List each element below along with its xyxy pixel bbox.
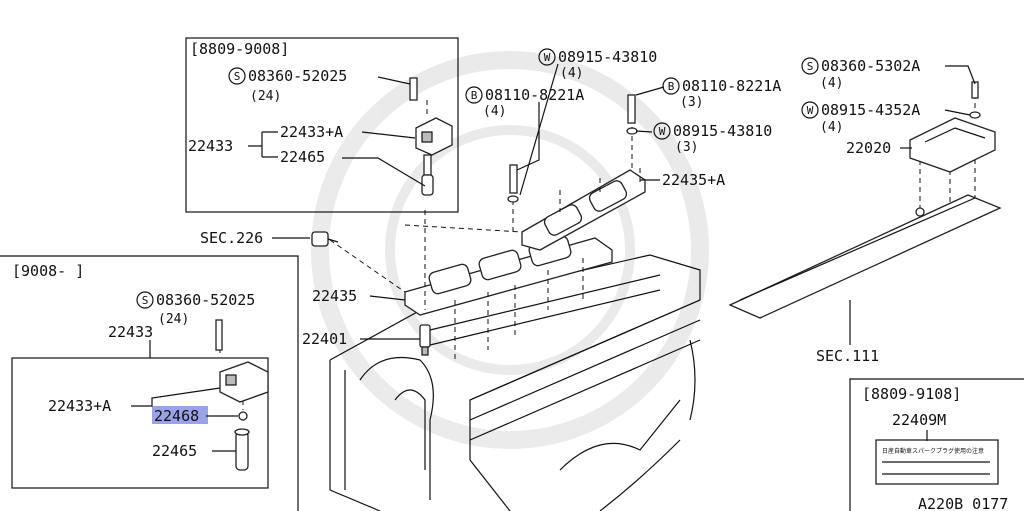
label-inset-part: 22409M (892, 411, 946, 429)
prefix-b-left: B (471, 89, 478, 102)
inset-top-coil: 22433+A (280, 123, 343, 141)
inset-left-oring: 22468 (154, 407, 199, 425)
inset-left-frame (11, 357, 269, 489)
prefix-b-right: B (668, 80, 675, 93)
callout-w-right-qty: (3) (675, 140, 698, 155)
callout-sec226: SEC.226 (200, 229, 263, 247)
warning-label-illustration (875, 439, 999, 485)
callout-s-module-qty: (4) (820, 76, 843, 91)
inset-top-frame (185, 37, 459, 213)
inset-left-boot: 22465 (152, 442, 197, 460)
cover-bolts (507, 94, 638, 203)
callout-w-top: 08915-43810 (558, 48, 657, 66)
inset-top-range: [8809-9008] (190, 40, 289, 58)
inset-left-coil: 22433+A (48, 397, 111, 415)
prefix-w-module: W (807, 104, 814, 117)
callout-w-module-qty: (4) (820, 120, 843, 135)
inset-left-main-part: 22433 (108, 323, 153, 341)
power-transistor-module (909, 81, 996, 223)
watermark-logo (311, 51, 709, 449)
inset-top-main-part: 22433 (188, 137, 233, 155)
callout-cover: 22435 (312, 287, 357, 305)
label-inset-frame (849, 378, 1024, 511)
sec226-sensor-illustration (311, 231, 339, 247)
prefix-s-inset-top: S (234, 70, 241, 83)
figure-code: A220B 0177 (918, 495, 1008, 511)
callout-w-module: 08915-4352A (821, 101, 920, 119)
inset-left-bolt-qty: (24) (158, 312, 189, 327)
inset-top-bolt-code: 08360-52025 (248, 67, 347, 85)
callout-cover-a: 22435+A (662, 171, 725, 189)
callout-b-right-qty: (3) (680, 95, 703, 110)
callout-plug: 22401 (302, 330, 347, 348)
warning-label-text: 日産自動車スパークプラグ使用の注意 (882, 447, 984, 455)
callout-sec111: SEC.111 (816, 347, 879, 365)
prefix-w-right: W (659, 125, 666, 138)
highlight-22468 (152, 406, 208, 424)
inset-left-bolt-code: 08360-52025 (156, 291, 255, 309)
prefix-w-top: W (544, 51, 551, 64)
coil-cover-upper (521, 169, 646, 251)
circle-markers (136, 48, 819, 309)
callout-module: 22020 (846, 139, 891, 157)
inset-top-bolt-qty: (24) (250, 89, 281, 104)
prefix-s-inset-left: S (142, 294, 149, 307)
leader-lines (131, 63, 976, 452)
inset-left-range: [9008- ] (12, 262, 84, 280)
callout-b-right: 08110-8221A (682, 77, 781, 95)
callout-b-left: 08110-8221A (485, 86, 584, 104)
inset-left-outline (0, 255, 299, 511)
spark-plug-illustration (419, 324, 431, 356)
cylinder-head-illustration (329, 254, 701, 511)
callout-w-top-qty: (4) (560, 66, 583, 81)
inset-left-coil-illustration (215, 319, 269, 471)
coil-cover-lower (404, 235, 613, 316)
inset-top-coil-illustration (409, 77, 453, 196)
callout-b-left-qty: (4) (483, 104, 506, 119)
callout-w-right: 08915-43810 (673, 122, 772, 140)
mounting-plate-sec111 (728, 194, 1002, 319)
label-inset-range: [8809-9108] (862, 385, 961, 403)
prefix-s-module: S (807, 60, 814, 73)
callout-s-module: 08360-5302A (821, 57, 920, 75)
circle-marker-letters: S S W B B W S W (142, 51, 814, 307)
inset-top-boot: 22465 (280, 148, 325, 166)
